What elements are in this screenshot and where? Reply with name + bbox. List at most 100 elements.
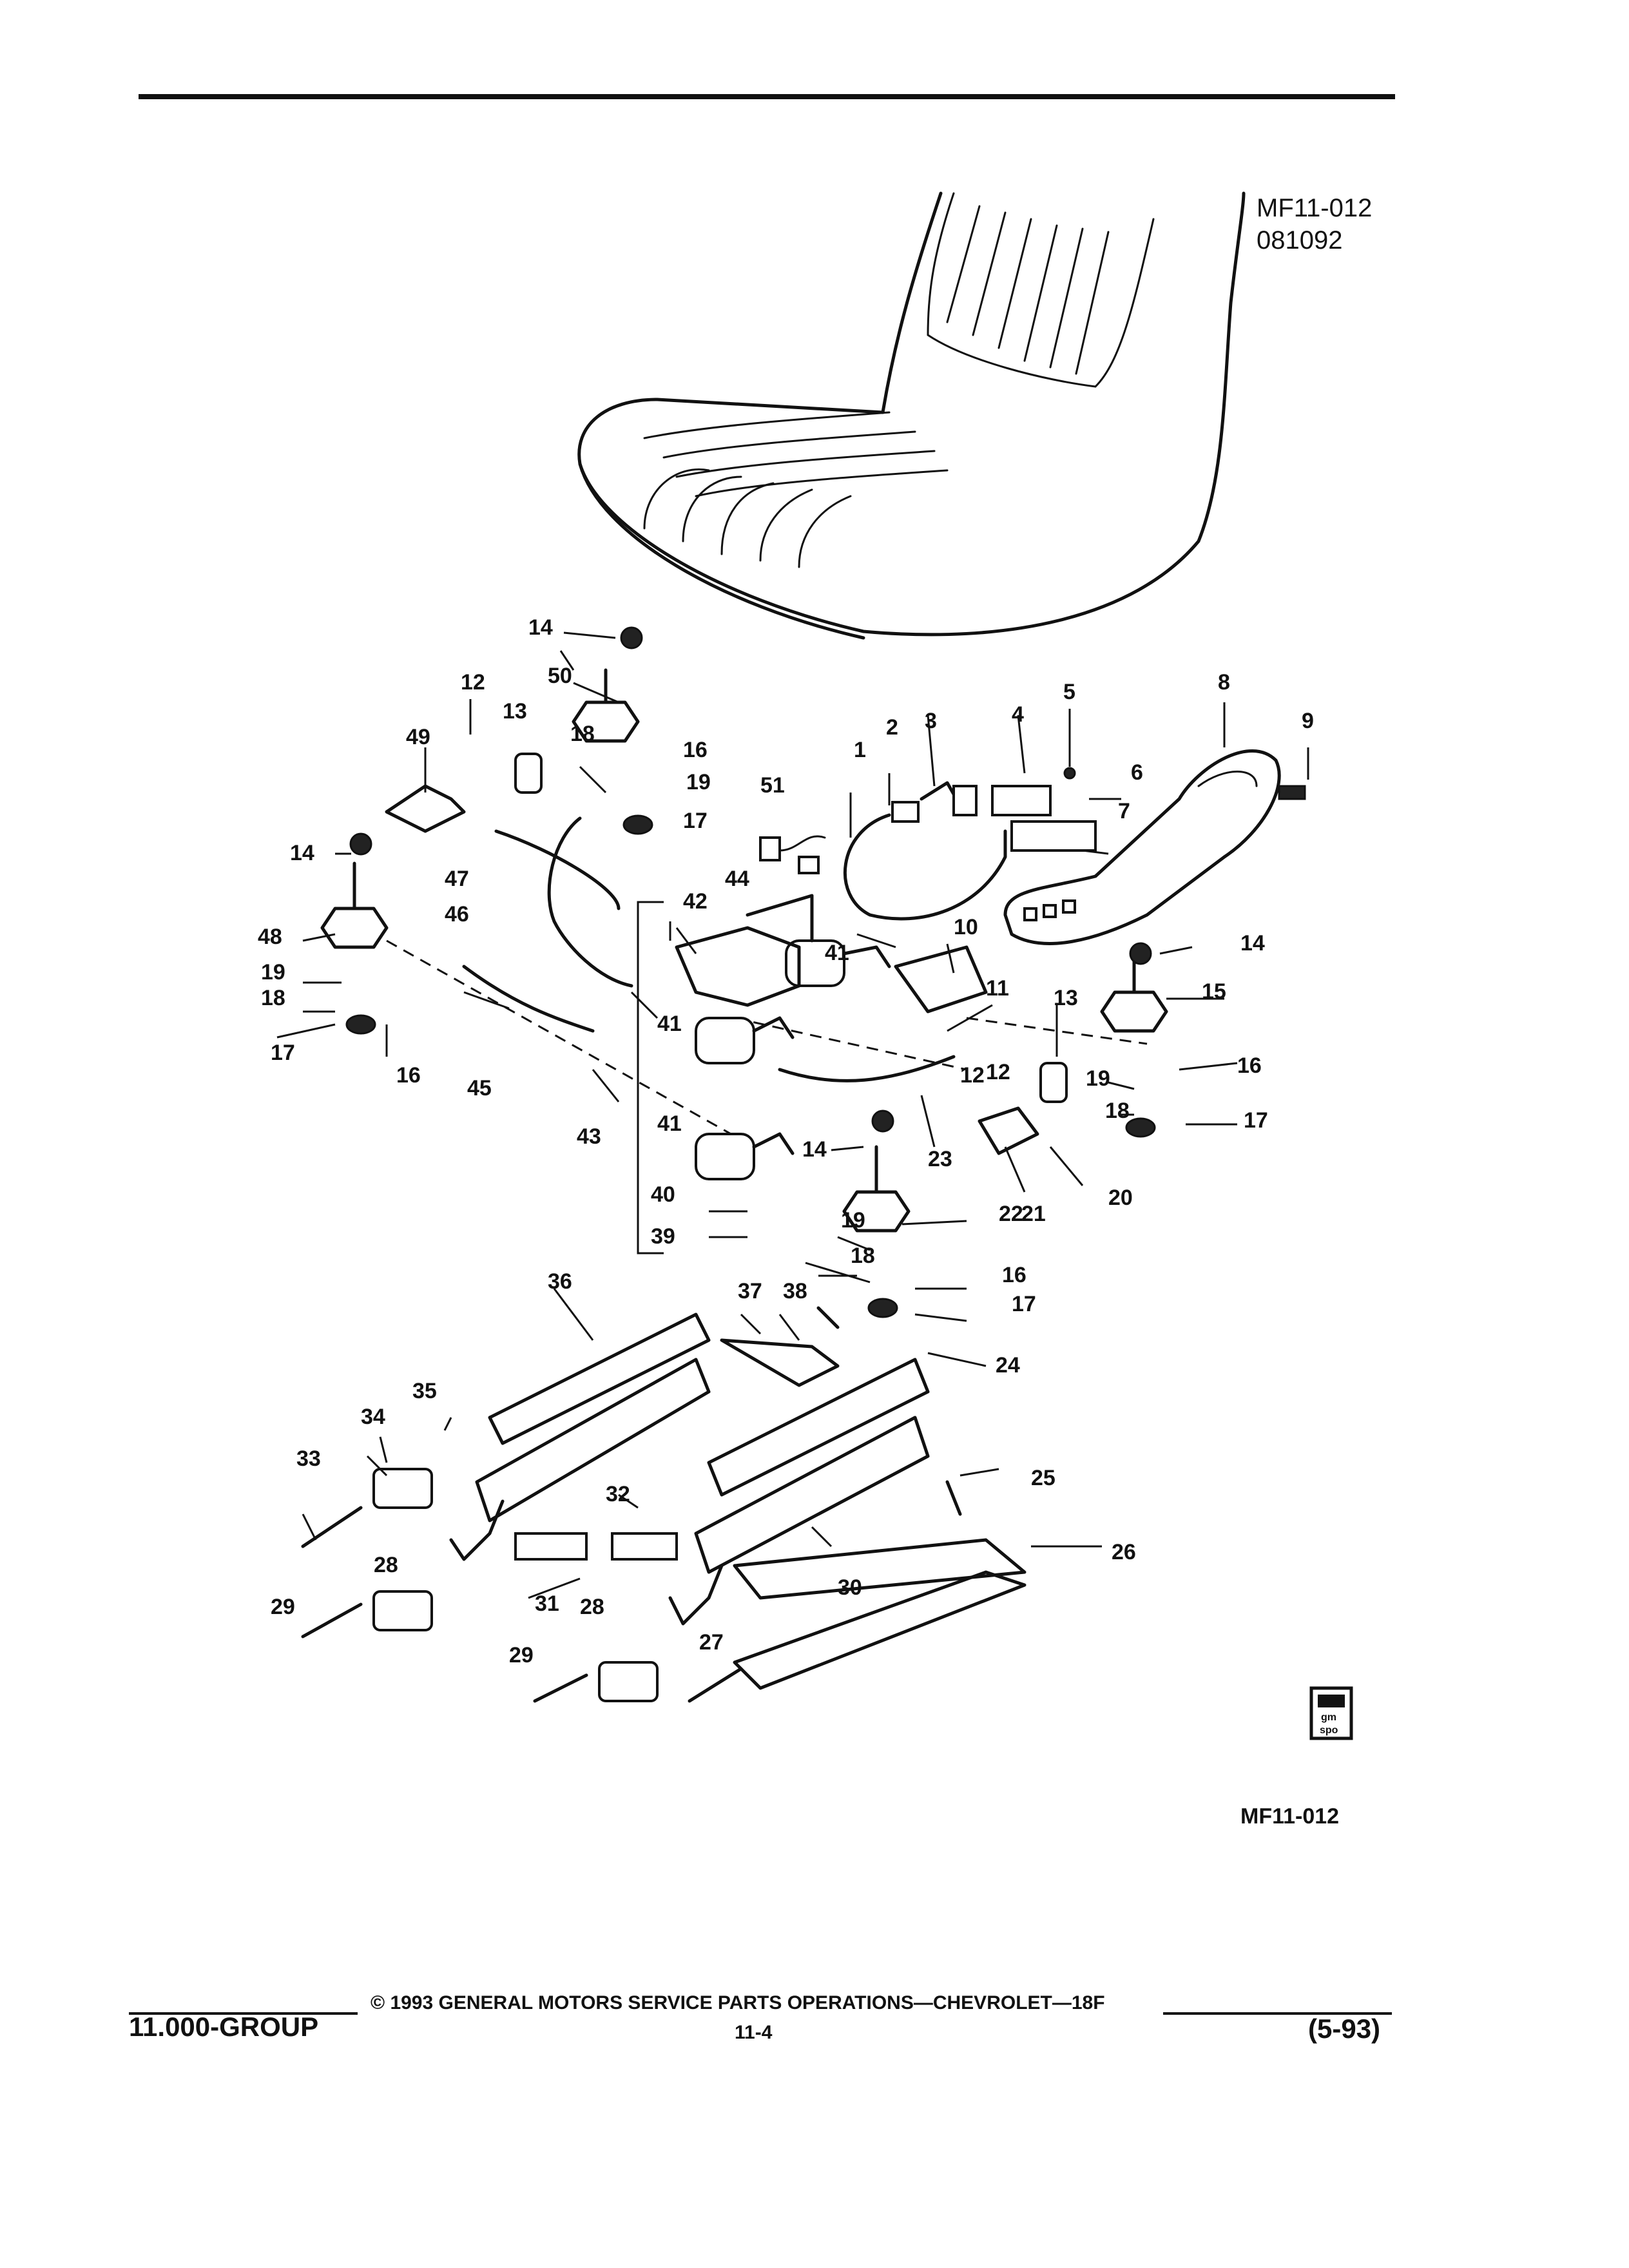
figure-code: MF11-012 xyxy=(1257,194,1373,222)
part-number-label: 4 xyxy=(1012,702,1024,727)
part-number-label: 43 xyxy=(577,1124,601,1149)
part-number-label: 49 xyxy=(406,725,430,749)
part-number-label: 28 xyxy=(580,1595,604,1619)
bracket-10 xyxy=(894,945,988,1014)
switch-bezel-8 xyxy=(1003,749,1281,945)
part-number-label: 14 xyxy=(802,1137,827,1162)
part-number-label: 12 xyxy=(986,1060,1010,1084)
part-number-label: 18 xyxy=(1105,1099,1130,1123)
seat-track-left xyxy=(449,1312,711,1561)
part-number-label: 47 xyxy=(445,867,469,891)
part-number-label: 9 xyxy=(1302,709,1314,733)
part-number-label: 50 xyxy=(548,664,572,688)
part-number-label: 19 xyxy=(1086,1066,1110,1091)
part-number-label: 41 xyxy=(657,1111,682,1136)
switch-harness-1 xyxy=(843,781,1007,921)
bracket-21 xyxy=(978,1106,1039,1155)
part-number-label: 23 xyxy=(928,1147,952,1171)
part-number-label: 17 xyxy=(1012,1292,1036,1316)
end-caps xyxy=(372,1468,659,1702)
part-number-label: 46 xyxy=(445,902,469,927)
seat-track-right xyxy=(611,1358,930,1626)
part-number-label: 12 xyxy=(960,1063,985,1088)
part-number-label: 10 xyxy=(954,915,978,939)
part-number-label: 29 xyxy=(509,1643,534,1667)
seat-outline xyxy=(577,191,1246,640)
part-number-label: 30 xyxy=(838,1575,862,1600)
part-number-label: 21 xyxy=(1021,1202,1046,1226)
part-number-label: 13 xyxy=(503,699,527,724)
part-number-label: 16 xyxy=(396,1063,421,1088)
part-number-label: 19 xyxy=(261,960,285,985)
part-number-label: 31 xyxy=(535,1591,559,1616)
springs-13 xyxy=(514,753,1068,1103)
part-number-label: 19 xyxy=(686,770,711,794)
part-number-label: 33 xyxy=(296,1446,321,1471)
cables xyxy=(386,816,1148,1148)
screw-9 xyxy=(1278,785,1306,800)
part-number-label: 35 xyxy=(412,1379,437,1403)
part-number-label: 22 xyxy=(999,1202,1023,1226)
bolts xyxy=(301,1306,962,1703)
part-number-label: 14 xyxy=(1240,931,1265,956)
part-number-label: 16 xyxy=(683,738,708,762)
part-number-label: 41 xyxy=(825,941,849,965)
part-number-label: 26 xyxy=(1112,1540,1136,1564)
part-number-label: 16 xyxy=(1237,1053,1262,1078)
part-number-label: 20 xyxy=(1108,1186,1133,1210)
footer-page: 11-4 xyxy=(735,2022,773,2043)
gm-spo-logo: gm spo xyxy=(1309,1686,1353,1740)
part-number-label: 18 xyxy=(851,1244,875,1268)
part-number-label: 42 xyxy=(683,889,708,914)
part-number-label: 34 xyxy=(361,1405,385,1429)
part-number-label: 38 xyxy=(783,1279,807,1303)
part-number-label: 18 xyxy=(570,722,595,746)
part-number-label: 3 xyxy=(925,709,937,733)
figure-code-bottom: MF11-012 xyxy=(1240,1804,1340,1829)
part-number-label: 1 xyxy=(854,738,866,762)
leader-lines xyxy=(276,631,1309,1599)
part-number-label: 7 xyxy=(1118,799,1130,823)
part-number-label: 12 xyxy=(461,670,485,695)
part-number-label: 25 xyxy=(1031,1466,1055,1490)
gearnuts xyxy=(320,626,1168,1318)
part-number-label: 48 xyxy=(258,925,282,949)
part-number-label: 14 xyxy=(528,615,553,640)
part-number-label: 8 xyxy=(1218,670,1230,695)
track-covers xyxy=(720,1338,1027,1690)
part-number-label: 37 xyxy=(738,1279,762,1303)
part-number-label: 17 xyxy=(271,1041,295,1065)
part-number-label: 39 xyxy=(651,1224,675,1249)
part-number-label: 2 xyxy=(886,715,898,740)
part-number-label: 15 xyxy=(1202,979,1226,1004)
part-number-label: 41 xyxy=(657,1012,682,1036)
bracket-42 xyxy=(675,894,814,1007)
part-number-label: 17 xyxy=(1244,1108,1268,1133)
part-number-label: 32 xyxy=(606,1482,630,1506)
part-number-label: 11 xyxy=(986,976,1009,1001)
footer-group: 11.000-GROUP xyxy=(129,2012,319,2042)
part-number-label: 16 xyxy=(1002,1263,1027,1287)
part-number-label: 13 xyxy=(1054,986,1078,1010)
part-number-label: 40 xyxy=(651,1182,675,1207)
part-number-label: 51 xyxy=(760,773,785,798)
figure-date: 081092 xyxy=(1257,226,1343,255)
part-number-label: 5 xyxy=(1063,680,1075,704)
footer-revision: (5-93) xyxy=(1308,2013,1381,2044)
group-bracket-43 xyxy=(637,901,664,1254)
part-number-label: 36 xyxy=(548,1269,572,1294)
motors-41 xyxy=(695,939,891,1180)
part-number-label: 29 xyxy=(271,1595,295,1619)
connector-51 xyxy=(759,835,826,874)
part-number-label: 28 xyxy=(374,1553,398,1577)
footer-copyright: © 1993 GENERAL MOTORS SERVICE PARTS OPER… xyxy=(371,1992,1105,2013)
part-number-label: 6 xyxy=(1131,760,1143,785)
part-number-label: 27 xyxy=(699,1630,724,1655)
part-number-label: 44 xyxy=(725,867,749,891)
svg-text:gm: gm xyxy=(1321,1712,1336,1723)
switch-6-7 xyxy=(991,767,1097,852)
part-number-label: 45 xyxy=(467,1076,492,1100)
part-number-label: 18 xyxy=(261,986,285,1010)
